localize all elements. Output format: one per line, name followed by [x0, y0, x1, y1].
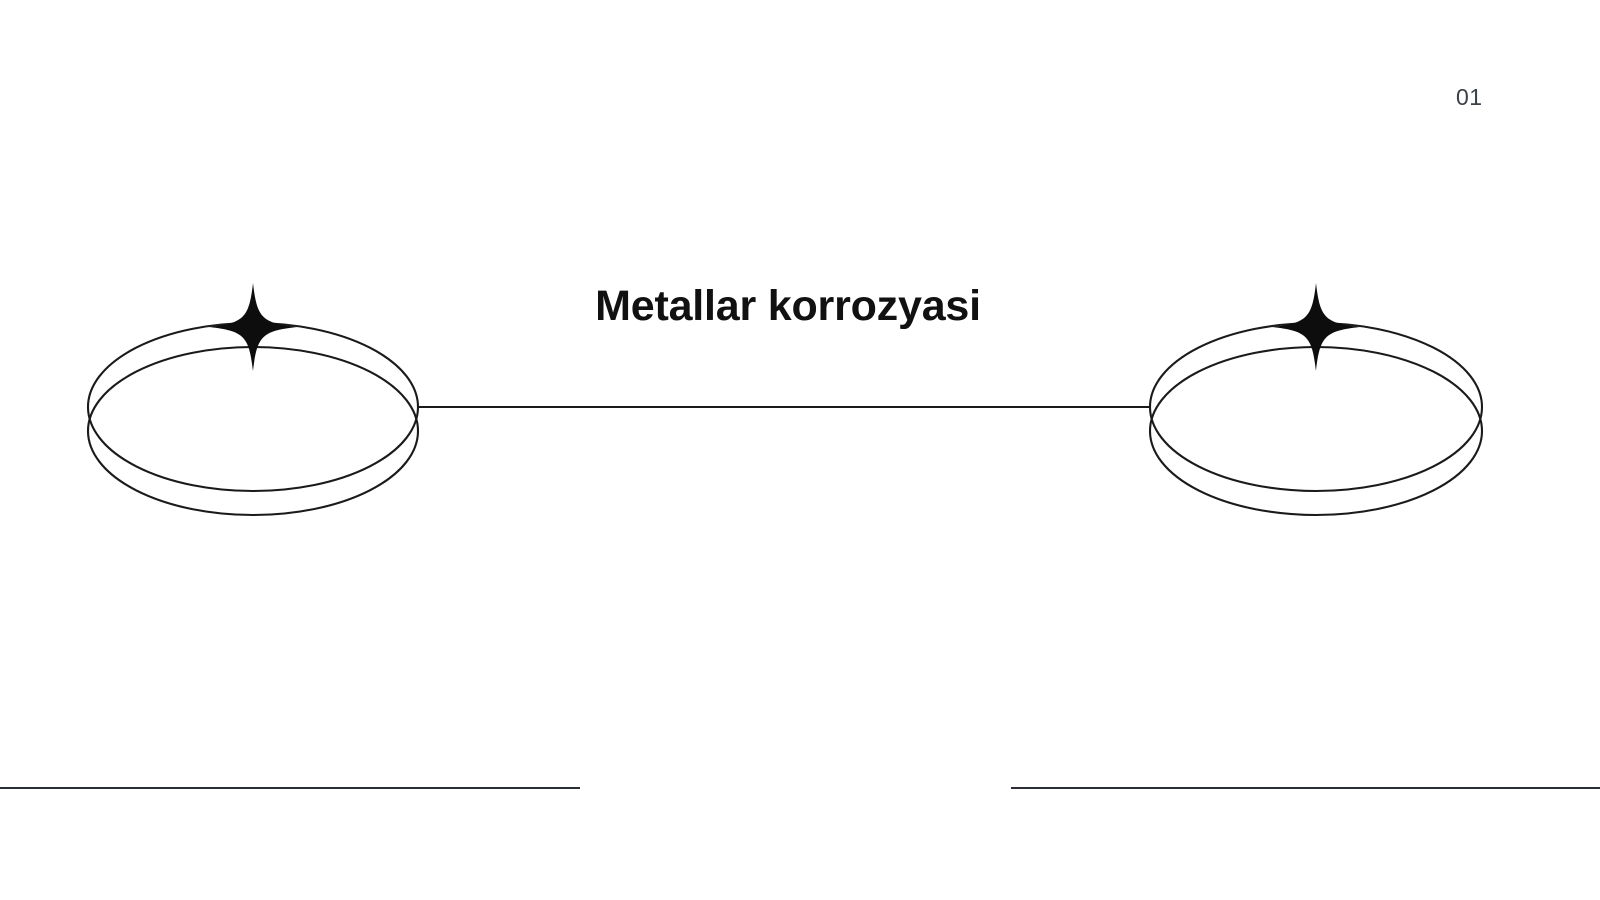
- right-ring-lower-ellipse: [1148, 345, 1484, 517]
- page-number: 01: [1456, 84, 1483, 110]
- page-title: Metallar korrozyasi: [595, 282, 981, 330]
- right-ring-group: [1148, 321, 1484, 517]
- right-ring-upper-ellipse: [1148, 321, 1484, 493]
- left-ring-group: [86, 321, 420, 517]
- left-sparkle-icon: [209, 283, 297, 371]
- right-sparkle-icon: [1272, 283, 1360, 371]
- bottom-rule-right: [1011, 787, 1600, 789]
- bottom-rule-left: [0, 787, 580, 789]
- left-ring-lower-ellipse: [86, 345, 420, 517]
- left-ring-upper-ellipse: [86, 321, 420, 493]
